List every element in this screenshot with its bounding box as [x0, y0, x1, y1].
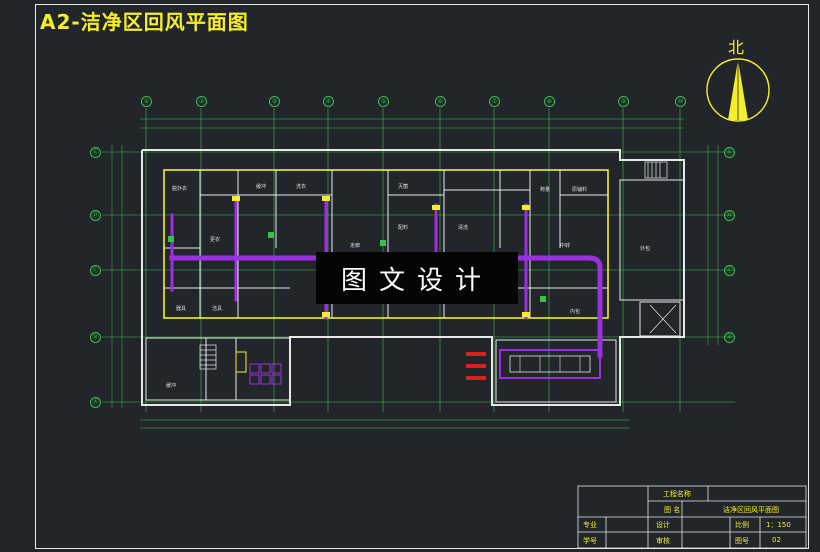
axis-bubble-left: Ⓑ — [90, 332, 101, 343]
room-label: 走廊 — [350, 243, 361, 249]
axis-bubble-left: Ⓐ — [90, 397, 101, 408]
scale-value: 1：150 — [766, 521, 791, 529]
room-label: 缓冲 — [256, 184, 267, 190]
discipline-label: 专业 — [583, 521, 597, 529]
drawing-border — [35, 4, 809, 549]
room-label: 器具 — [176, 306, 187, 312]
room-label: 清洗 — [458, 225, 469, 231]
room-label: 脱外衣 — [172, 186, 188, 192]
axis-bubble-left: Ⓓ — [90, 210, 101, 221]
room-label: 外包 — [640, 246, 651, 252]
drawing-name-label: 图 名 — [664, 506, 681, 514]
axis-bubble-right: Ⓑ — [724, 332, 735, 343]
drawing-title: A2-洁净区回风平面图 — [40, 10, 249, 34]
toilet-fixtures — [235, 351, 282, 385]
stairs — [199, 161, 677, 370]
axis-bubble-right: Ⓓ — [724, 210, 735, 221]
room-label: 称量 — [540, 187, 551, 193]
axis-bubble-top: ② — [196, 96, 207, 107]
room-label: 内包 — [570, 309, 581, 315]
axis-bubble-top: ⑥ — [435, 96, 446, 107]
room-label: 中转 — [560, 243, 571, 249]
room-label: 灭菌 — [398, 184, 409, 190]
project-name-label: 工程名称 — [663, 490, 691, 498]
axis-bubble-top: ③ — [269, 96, 280, 107]
axis-bubble-left: Ⓒ — [90, 265, 101, 276]
room-label: 洗衣 — [296, 184, 307, 190]
student-id-label: 学号 — [583, 537, 597, 545]
scale-label: 比例 — [735, 521, 749, 529]
dimension-lines — [111, 118, 719, 429]
axis-bubble-top: ① — [141, 96, 152, 107]
room-label: 缓冲 — [166, 383, 177, 389]
axis-bubble-top: ⑨ — [618, 96, 629, 107]
title-block — [577, 485, 807, 549]
axis-bubble-top: ⑩ — [675, 96, 686, 107]
axis-bubble-top: ⑧ — [544, 96, 555, 107]
air-handling-unit — [466, 349, 601, 380]
drawing-name-value: 洁净区回风平面图 — [723, 506, 779, 514]
axis-bubble-top: ⑦ — [489, 96, 500, 107]
axis-bubble-top: ④ — [323, 96, 334, 107]
room-label: 原辅料 — [572, 187, 588, 193]
axis-bubble-right: Ⓒ — [724, 265, 735, 276]
room-label: 洁具 — [212, 306, 223, 312]
drawing-no-label: 图号 — [735, 537, 749, 545]
north-label: 北 — [728, 38, 745, 57]
drawing-no-value: 02 — [772, 536, 781, 544]
axis-bubble-right: Ⓔ — [724, 147, 735, 158]
reviewer-label: 审核 — [656, 537, 670, 545]
room-label: 配料 — [398, 225, 409, 231]
designer-label: 设计 — [656, 521, 670, 529]
watermark-banner: 图文设计 — [316, 252, 518, 304]
room-label: 更衣 — [210, 237, 221, 243]
building-walls — [141, 149, 685, 406]
axis-bubble-left: Ⓔ — [90, 147, 101, 158]
axis-bubble-top: ⑤ — [378, 96, 389, 107]
return-grilles — [168, 196, 546, 317]
north-arrow-icon — [706, 58, 770, 122]
